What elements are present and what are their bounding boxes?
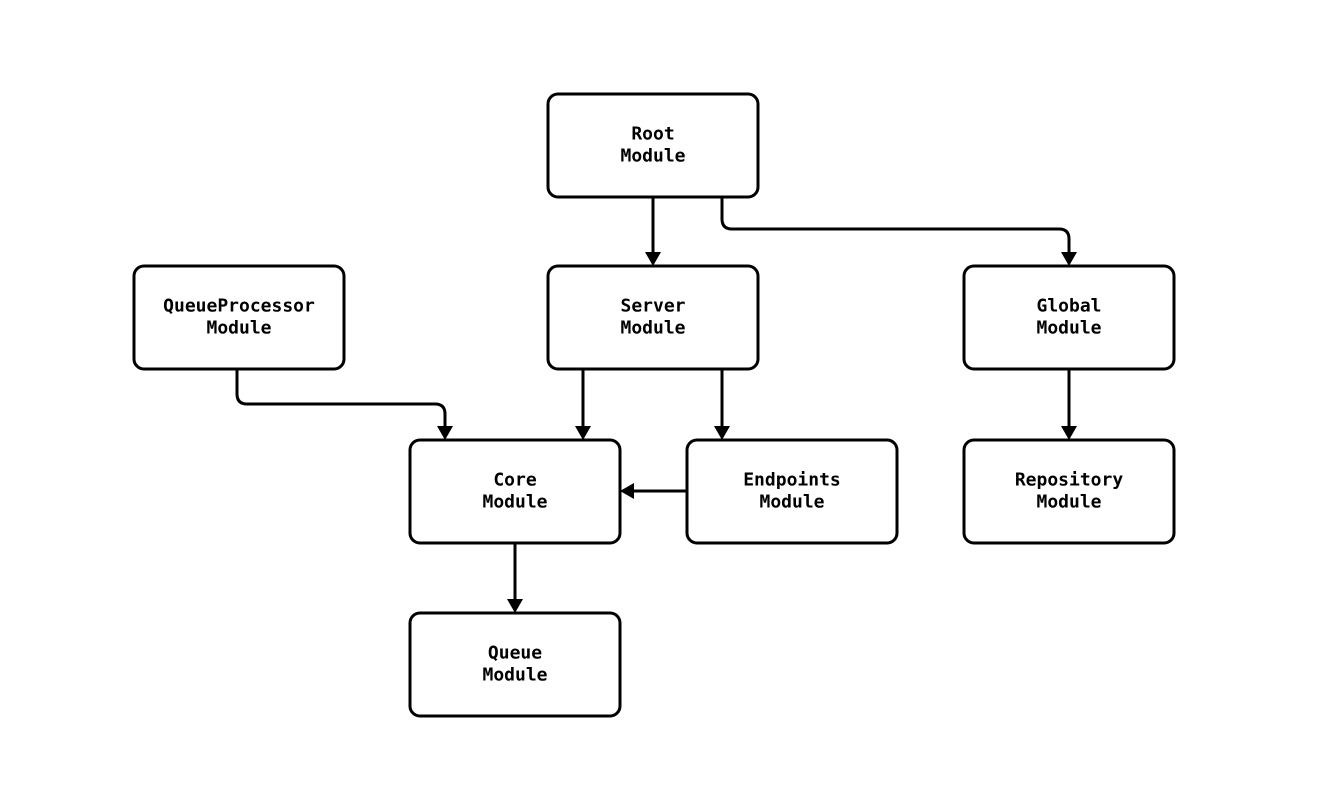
edge-endpoints-to-core — [620, 483, 687, 499]
root-module-node-label-line2: Module — [620, 146, 685, 167]
queue-module-node-label-line2: Module — [482, 665, 547, 686]
queue-module-node-box[interactable] — [408, 611, 622, 718]
edge-server-to-endpoints — [714, 369, 730, 440]
server-module-node-box[interactable] — [546, 264, 760, 371]
repository-module-node-label-line2: Module — [1036, 492, 1101, 513]
edge-queueprocessor-to-core — [235, 369, 453, 440]
edge-queueprocessor-to-core-line — [235, 369, 447, 426]
core-module-node-box[interactable] — [408, 438, 622, 545]
server-module-node-label-line1: Server — [620, 295, 685, 316]
edge-root-to-server — [645, 197, 661, 266]
global-module-node-box[interactable] — [962, 264, 1176, 371]
edge-server-to-core — [575, 369, 591, 440]
edge-global-to-repository-arrowhead-icon — [1061, 426, 1077, 440]
edge-root-to-global — [720, 197, 1077, 266]
global-module-node-label-line2: Module — [1036, 318, 1101, 339]
edges-layer — [235, 197, 1077, 613]
root-module-node-label-line1: Root — [631, 123, 674, 144]
edge-root-to-global-arrowhead-icon — [1061, 252, 1077, 266]
edge-root-to-global-line — [720, 197, 1071, 252]
queue-module-node-label-line1: Queue — [488, 642, 542, 663]
edge-core-to-queue — [507, 543, 523, 613]
edge-server-to-endpoints-arrowhead-icon — [714, 426, 730, 440]
edge-endpoints-to-core-arrowhead-icon — [620, 483, 634, 499]
core-module-node-label-line2: Module — [482, 492, 547, 513]
endpoints-module-node-box[interactable] — [685, 438, 899, 545]
edge-server-to-core-arrowhead-icon — [575, 426, 591, 440]
core-module-node-label-line1: Core — [493, 469, 537, 490]
edge-root-to-server-arrowhead-icon — [645, 252, 661, 266]
server-module-node-label-line2: Module — [620, 318, 685, 339]
endpoints-module-node-label-line2: Module — [759, 492, 824, 513]
edge-core-to-queue-arrowhead-icon — [507, 599, 523, 613]
queueprocessor-module-node-box[interactable] — [132, 264, 346, 371]
endpoints-module-node-label-line1: Endpoints — [743, 469, 841, 490]
queueprocessor-module-node-label-line1: QueueProcessor — [163, 295, 315, 316]
edge-global-to-repository — [1061, 369, 1077, 440]
queueprocessor-module-node-label-line2: Module — [206, 318, 271, 339]
edge-queueprocessor-to-core-arrowhead-icon — [437, 426, 453, 440]
root-module-node-box[interactable] — [546, 92, 760, 199]
global-module-node-label-line1: Global — [1036, 295, 1101, 316]
repository-module-node-box[interactable] — [962, 438, 1176, 545]
repository-module-node-label-line1: Repository — [1015, 469, 1124, 490]
